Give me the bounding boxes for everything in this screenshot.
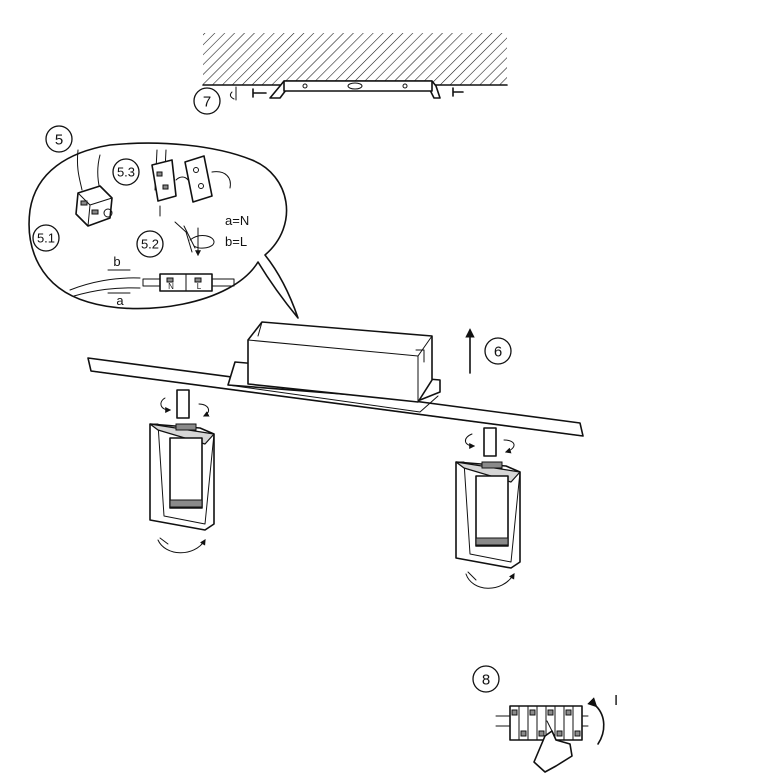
screw-left-icon	[229, 86, 267, 101]
ceiling-hatch	[203, 33, 507, 85]
step-8-badge: 8	[472, 665, 500, 693]
step-5-badge: 5	[45, 125, 73, 153]
step-5-2-number: 5.2	[141, 237, 159, 252]
junction-box	[247, 321, 433, 403]
tighten-label: I	[614, 692, 618, 709]
terminal-l-label: L	[197, 282, 202, 291]
step-5-1-number: 5.1	[37, 231, 55, 246]
push-terminal-detail: N L	[142, 221, 235, 292]
step-6-lift-arrow: 6	[465, 328, 512, 374]
terminal-n-label: N	[168, 282, 174, 291]
step-7-ceiling-mount: 7	[193, 33, 508, 115]
step-8-number: 8	[482, 672, 490, 689]
step-6-number: 6	[494, 344, 502, 361]
step-5-2-badge: 5.2	[136, 230, 164, 258]
step-5-3-badge: 5.3	[112, 158, 140, 186]
spotlight-head-left	[149, 389, 215, 554]
step-5-wiring-callout: 5 5.1	[28, 125, 299, 319]
screw-right-icon	[452, 87, 464, 97]
spotlight-head-right	[455, 427, 521, 589]
mounting-bracket	[269, 80, 441, 99]
callout-bubble	[28, 142, 299, 319]
a-equals-n-label: a=N	[225, 213, 249, 228]
step-5-number: 5	[55, 132, 63, 149]
step-7-badge: 7	[193, 87, 221, 115]
wire-b-label: b	[113, 254, 120, 269]
b-equals-l-label: b=L	[225, 234, 247, 249]
step-7-number: 7	[203, 94, 211, 111]
wire-a-label: a	[116, 293, 124, 308]
terminal-block-detail	[75, 149, 113, 227]
connector-detail	[151, 149, 231, 217]
terminal-cells	[511, 705, 581, 741]
step-8-terminal-strip: 8 I	[472, 665, 618, 773]
light-fixture	[87, 321, 584, 589]
wires-a-b: b a	[69, 254, 141, 308]
hand-icon	[533, 720, 573, 773]
step-5-3-number: 5.3	[117, 165, 135, 180]
step-6-badge: 6	[484, 337, 512, 365]
step-5-1-badge: 5.1	[32, 224, 60, 252]
